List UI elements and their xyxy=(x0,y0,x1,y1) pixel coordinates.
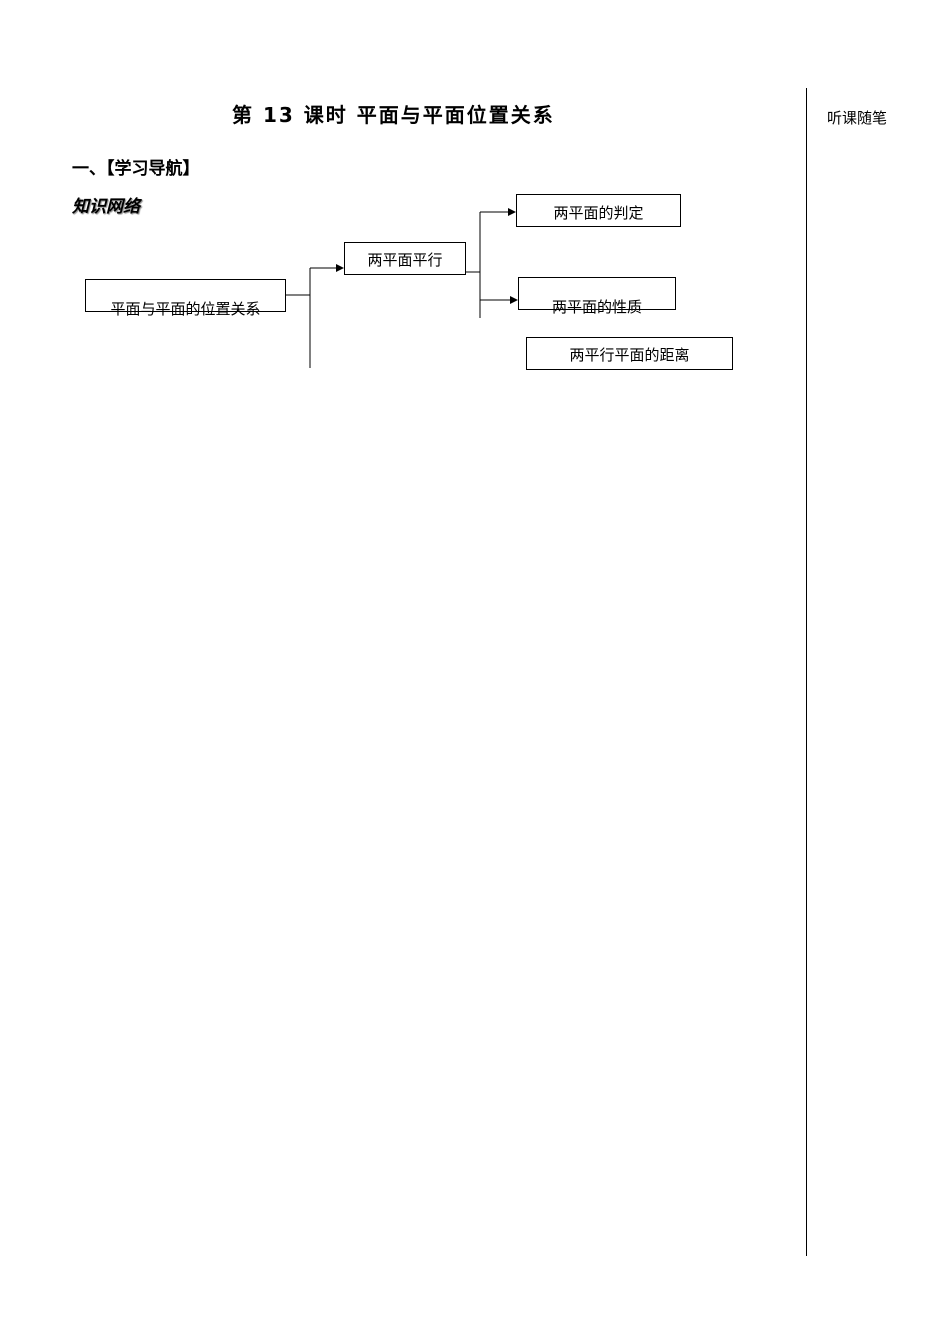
notes-column-label: 听课随笔 xyxy=(827,109,888,127)
section-heading: 一、【学习导航】 xyxy=(72,159,200,179)
node-label: 平面与平面的位置关系 xyxy=(110,300,261,318)
knowledge-network-heading: 知识网络 xyxy=(72,197,140,217)
node-properties: 两平面的性质 xyxy=(518,277,676,316)
node-judgement: 两平面的判定 xyxy=(516,194,681,227)
node-label: 两平面的性质 xyxy=(551,298,642,316)
node-label: 两平行平面的距离 xyxy=(569,346,690,364)
node-parallel-planes: 两平面平行 xyxy=(344,242,466,275)
node-label: 两平面的判定 xyxy=(553,204,644,222)
node-distance: 两平行平面的距离 xyxy=(526,337,733,370)
node-label: 两平面平行 xyxy=(367,251,443,269)
page-title: 第 13 课时 平面与平面位置关系 xyxy=(232,103,555,127)
node-plane-plane-relation: 平面与平面的位置关系 xyxy=(85,279,286,318)
notes-column-divider xyxy=(806,88,807,1256)
